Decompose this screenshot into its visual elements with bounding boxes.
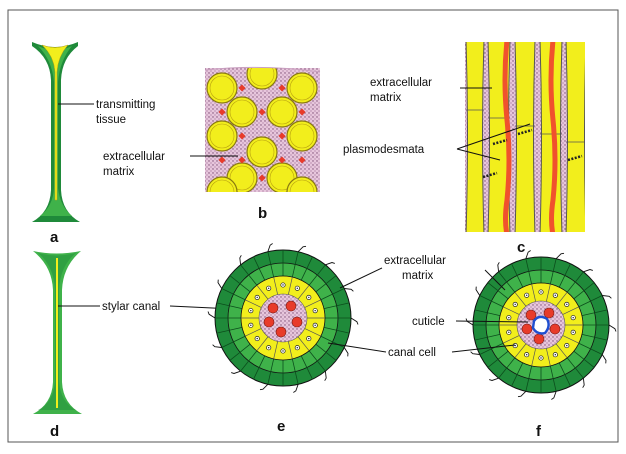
panel-e-red-granule <box>276 327 286 337</box>
panel-a-transmitting-tissue <box>42 45 68 200</box>
panel-letter-b: b <box>258 205 267 222</box>
cuticle-label: cuticle <box>412 316 445 328</box>
canal-cell-label: canal cell <box>388 347 436 359</box>
panel-b-cell <box>247 59 277 89</box>
panel-f: f <box>466 250 616 440</box>
ef-matrix-leader-e <box>340 268 382 288</box>
panel-c-extracellular-label-2: matrix <box>370 92 402 104</box>
panel-f-extracellular-label-1: extracellular <box>384 255 446 267</box>
panel-e-red-granule <box>286 301 296 311</box>
panel-letter-c: c <box>517 239 525 256</box>
panel-c: extracellular matrix plasmodesmata c <box>343 40 586 256</box>
panel-f-red-granule <box>534 334 544 344</box>
panel-f-red-granule <box>526 310 536 320</box>
panel-letter-d: d <box>50 423 59 440</box>
panel-f-extracellular-label-2: matrix <box>402 270 434 282</box>
panel-b-cell <box>227 97 257 127</box>
panel-c-cell <box>466 40 484 235</box>
panel-letter-e: e <box>277 418 285 435</box>
panel-letter-f: f <box>536 423 542 440</box>
panel-e-red-granule <box>268 303 278 313</box>
panel-c-extracellular-label-1: extracellular <box>370 77 432 89</box>
panel-b-cell <box>207 121 237 151</box>
panel-f-red-granule <box>522 324 532 334</box>
panel-c-cell <box>566 40 586 235</box>
panel-e-red-granule <box>264 317 274 327</box>
cuticle-lining <box>533 317 549 334</box>
panel-c-cell <box>515 40 535 235</box>
panel-e: e <box>208 243 358 435</box>
panel-b-extracellular-label-2: matrix <box>103 166 135 178</box>
plasmodesmata-label: plasmodesmata <box>343 144 425 156</box>
panel-b-cell <box>247 137 277 167</box>
panel-f-red-granule <box>550 324 560 334</box>
panel-e-cross-section <box>208 243 358 392</box>
panel-b: extracellular matrix b <box>103 59 320 222</box>
panel-f-red-granule <box>544 308 554 318</box>
panel-b-cell <box>287 177 317 207</box>
transmitting-tissue-label-2: tissue <box>96 114 126 126</box>
panel-b-cell <box>207 177 237 207</box>
panel-a: transmitting tissue a <box>32 42 155 246</box>
transmitting-tissue-label-1: transmitting <box>96 99 155 111</box>
panel-b-cell <box>287 73 317 103</box>
panel-b-cell <box>207 73 237 103</box>
stylar-canal-label: stylar canal <box>102 301 160 313</box>
panel-e-red-granule <box>292 317 302 327</box>
panel-b-cell <box>287 121 317 151</box>
panel-letter-a: a <box>50 229 59 246</box>
panel-b-cell <box>267 97 297 127</box>
panel-b-extracellular-label-1: extracellular <box>103 151 165 163</box>
panel-d-stylar-canal <box>56 258 58 408</box>
